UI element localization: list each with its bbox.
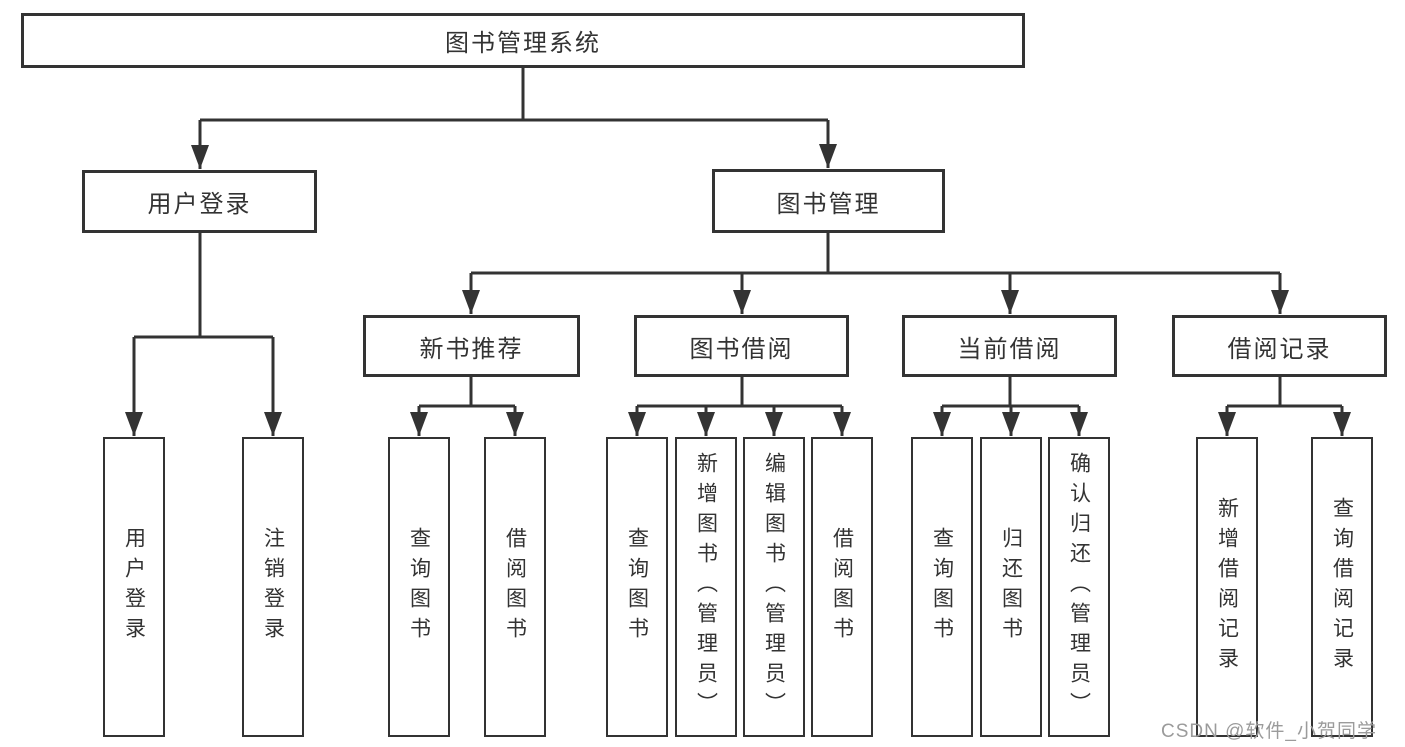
leaf-add-borrow-record: 新增借阅记录 [1196,437,1258,737]
leaf-label: 借阅图书 [830,527,854,647]
node-current-borrowing: 当前借阅 [902,315,1117,377]
leaf-label: 归还图书 [999,527,1023,647]
leaf-label: 查询图书 [407,527,431,647]
leaf-label: 注销登录 [261,527,285,647]
leaf-query-borrow-record: 查询借阅记录 [1311,437,1373,737]
leaf-label: 查询图书 [930,527,954,647]
leaf-borrow-books: 借阅图书 [811,437,873,737]
leaf-label: 新增借阅记录 [1215,497,1239,677]
node-new-book-recommendation: 新书推荐 [363,315,580,377]
node-user-login: 用户登录 [82,170,317,233]
leaf-label: 用户登录 [122,527,146,647]
node-borrowing-records: 借阅记录 [1172,315,1387,377]
leaf-label: 查询图书 [625,527,649,647]
watermark: CSDN @软件_小贺同学 [1161,721,1377,742]
leaf-return-books: 归还图书 [980,437,1042,737]
node-book-management: 图书管理 [712,169,945,233]
leaf-borrow-books-recommend: 借阅图书 [484,437,546,737]
leaf-confirm-return-admin: 确认归还（管理员） [1048,437,1110,737]
leaf-query-books-recommend: 查询图书 [388,437,450,737]
leaf-label: 查询借阅记录 [1330,497,1354,677]
leaf-label: 确认归还（管理员） [1067,452,1091,722]
leaf-label: 借阅图书 [503,527,527,647]
leaf-user-login: 用户登录 [103,437,165,737]
node-library-management-system: 图书管理系统 [21,13,1025,68]
leaf-add-books-admin: 新增图书（管理员） [675,437,737,737]
leaf-edit-books-admin: 编辑图书（管理员） [743,437,805,737]
leaf-logout: 注销登录 [242,437,304,737]
node-book-borrowing: 图书借阅 [634,315,849,377]
leaf-query-books-borrowing: 查询图书 [606,437,668,737]
leaf-label: 编辑图书（管理员） [762,452,786,722]
leaf-label: 新增图书（管理员） [694,452,718,722]
leaf-query-books-current: 查询图书 [911,437,973,737]
